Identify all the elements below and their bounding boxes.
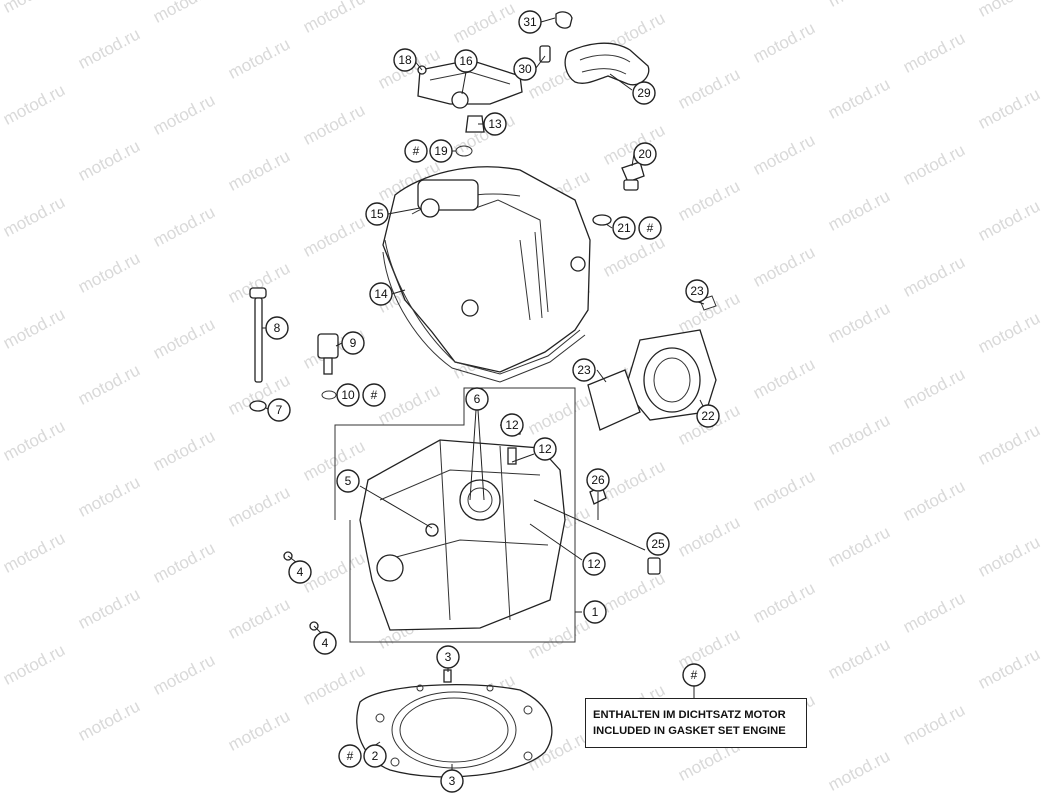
callout-4-top: 4 xyxy=(288,560,312,584)
callout-20: 20 xyxy=(633,142,657,166)
callout-23-bottom: 23 xyxy=(572,358,596,382)
callout-14: 14 xyxy=(369,282,393,306)
leader-lines xyxy=(262,17,706,770)
svg-text:3: 3 xyxy=(445,650,452,664)
water-pipe-assembly xyxy=(555,11,650,86)
callout-10: 10 xyxy=(336,383,360,407)
callout-21: 21 xyxy=(612,216,636,240)
legend-text-english: INCLUDED IN GASKET SET ENGINE xyxy=(593,725,786,737)
callout-26: 26 xyxy=(586,468,610,492)
cylinder-head-frame xyxy=(334,387,576,643)
svg-text:3: 3 xyxy=(449,774,456,788)
svg-text:#: # xyxy=(647,221,654,235)
svg-text:20: 20 xyxy=(638,147,652,161)
svg-text:4: 4 xyxy=(297,565,304,579)
callout-7: 7 xyxy=(267,398,291,422)
head-gasket xyxy=(356,684,553,778)
svg-text:31: 31 xyxy=(523,15,537,29)
svg-text:14: 14 xyxy=(374,287,388,301)
cylinder-head xyxy=(359,419,566,631)
svg-text:22: 22 xyxy=(701,409,715,423)
callout-1: 1 xyxy=(583,600,607,624)
svg-text:9: 9 xyxy=(350,336,357,350)
svg-text:29: 29 xyxy=(637,86,651,100)
callout-3-top: 3 xyxy=(436,645,460,669)
svg-text:12: 12 xyxy=(587,557,601,571)
svg-text:21: 21 xyxy=(617,221,631,235)
callout-23-top: 23 xyxy=(685,279,709,303)
oil-filler-plug xyxy=(592,161,645,226)
callout-12-bottom: 12 xyxy=(582,552,606,576)
svg-text:#: # xyxy=(413,144,420,158)
washer-7 xyxy=(249,400,267,412)
legend-symbol-callout: # xyxy=(682,663,706,687)
callout-31: 31 xyxy=(518,10,542,34)
callout-10-gasket-mark: # xyxy=(362,383,386,407)
callout-2-gasket-mark: # xyxy=(338,744,362,768)
callout-29: 29 xyxy=(632,81,656,105)
svg-text:26: 26 xyxy=(591,473,605,487)
callout-19-gasket-mark: # xyxy=(404,139,428,163)
callout-12-top: 12 xyxy=(500,413,524,437)
svg-text:15: 15 xyxy=(370,207,384,221)
oring-10 xyxy=(321,390,337,400)
sensor-9 xyxy=(317,333,339,375)
callout-25: 25 xyxy=(646,532,670,556)
bolt-8 xyxy=(249,287,267,383)
svg-text:18: 18 xyxy=(398,53,412,67)
svg-text:12: 12 xyxy=(505,418,519,432)
callout-13: 13 xyxy=(483,112,507,136)
svg-text:25: 25 xyxy=(651,537,665,551)
svg-text:5: 5 xyxy=(345,474,352,488)
valve-cover xyxy=(382,166,591,383)
callout-16: 16 xyxy=(454,49,478,73)
svg-text:19: 19 xyxy=(434,144,448,158)
callout-5: 5 xyxy=(336,469,360,493)
legend-box: ENTHALTEN IM DICHTSATZ MOTOR INCLUDED IN… xyxy=(585,698,807,748)
svg-text:4: 4 xyxy=(322,636,329,650)
svg-text:13: 13 xyxy=(488,117,502,131)
callout-3-bottom: 3 xyxy=(440,769,464,793)
stud-25 xyxy=(647,557,661,575)
svg-text:6: 6 xyxy=(474,392,481,406)
thermostat-housing xyxy=(417,45,551,133)
callout-22: 22 xyxy=(696,404,720,428)
callout-19: 19 xyxy=(429,139,453,163)
svg-text:23: 23 xyxy=(577,363,591,377)
intake-flange xyxy=(587,295,717,431)
svg-text:2: 2 xyxy=(372,749,379,763)
svg-text:7: 7 xyxy=(276,403,283,417)
svg-text:8: 8 xyxy=(274,321,281,335)
svg-text:23: 23 xyxy=(690,284,704,298)
svg-text:16: 16 xyxy=(459,54,473,68)
callout-21-gasket-mark: # xyxy=(638,216,662,240)
legend-text-german: ENTHALTEN IM DICHTSATZ MOTOR xyxy=(593,709,786,721)
svg-text:#: # xyxy=(691,668,698,682)
oring-19 xyxy=(455,145,473,157)
callout-6: 6 xyxy=(465,387,489,411)
callout-30: 30 xyxy=(513,57,537,81)
callout-9: 9 xyxy=(341,331,365,355)
svg-text:1: 1 xyxy=(592,605,599,619)
callout-4-bottom: 4 xyxy=(313,631,337,655)
svg-text:#: # xyxy=(347,749,354,763)
callout-15: 15 xyxy=(365,202,389,226)
svg-text:12: 12 xyxy=(538,442,552,456)
svg-text:10: 10 xyxy=(341,388,355,402)
callout-8: 8 xyxy=(265,316,289,340)
svg-text:30: 30 xyxy=(518,62,532,76)
svg-text:#: # xyxy=(371,388,378,402)
callout-18: 18 xyxy=(393,48,417,72)
callout-2: 2 xyxy=(363,744,387,768)
callout-12-mid: 12 xyxy=(533,437,557,461)
